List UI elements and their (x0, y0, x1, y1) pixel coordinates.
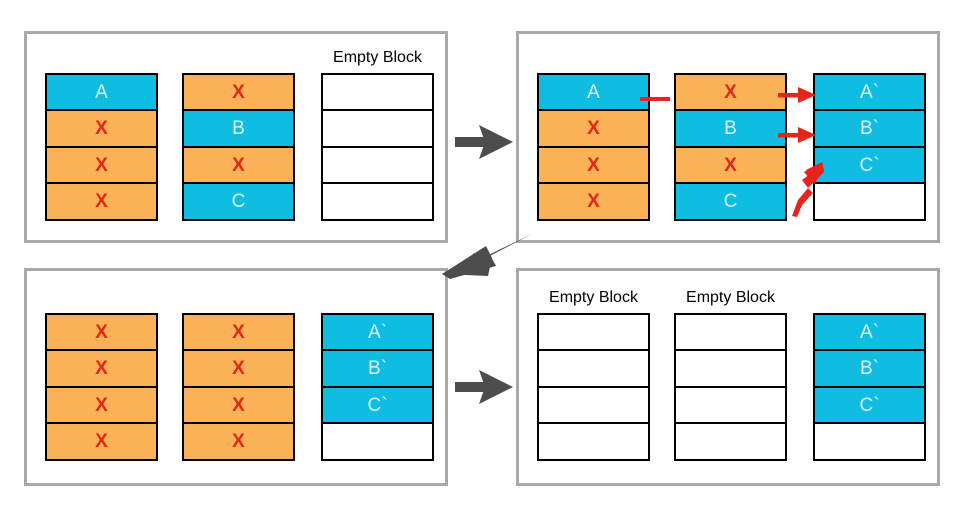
heap-cell: X (182, 349, 295, 388)
heap-cell: C` (813, 145, 926, 185)
heap-cell: A` (813, 72, 926, 112)
heap-cell (321, 182, 434, 221)
heap-cell (813, 422, 926, 461)
red-arrow-up-right-icon (786, 160, 830, 218)
heap-cell: A (537, 72, 650, 112)
block-column-1: A X X X (45, 72, 158, 221)
heap-cell (674, 349, 787, 388)
heap-cell (537, 349, 650, 388)
heap-cell: X (45, 312, 158, 352)
heap-cell: X (182, 422, 295, 461)
block-column-3: Empty Block (321, 49, 434, 221)
block-column-2: Empty Block (674, 289, 787, 461)
heap-cell: X (537, 182, 650, 221)
heap-cell (321, 422, 434, 461)
heap-cell (537, 385, 650, 425)
block-column-3: A` B` C` (813, 312, 926, 461)
heap-cell: X (182, 72, 295, 112)
heap-cell: B (674, 109, 787, 148)
heap-cell: X (182, 385, 295, 425)
heap-cell (674, 312, 787, 352)
block-column-1: Empty Block (537, 289, 650, 461)
heap-cell: C` (813, 385, 926, 425)
panel-stage-1-initial-heap: A X X X X B X C Empty Block (24, 31, 448, 243)
flow-arrow-right-icon (455, 368, 513, 406)
heap-cell (321, 72, 434, 112)
heap-cell: X (537, 145, 650, 185)
heap-cell: X (182, 145, 295, 185)
flow-arrow-right-icon (455, 123, 513, 161)
heap-cell: X (182, 312, 295, 352)
heap-cell: X (45, 349, 158, 388)
red-arrow-right-icon (778, 84, 816, 106)
heap-cell: B` (321, 349, 434, 388)
heap-cell (537, 312, 650, 352)
block-column-2: X X X X (182, 312, 295, 461)
panel-stage-4-blocks-reclaimed: Empty Block Empty Block A` B` C` (516, 268, 940, 486)
block-column-1: A X X X (537, 72, 650, 221)
heap-cell (537, 422, 650, 461)
heap-cell: B` (813, 349, 926, 388)
heap-cell (674, 385, 787, 425)
heap-cell (813, 182, 926, 221)
heap-cell: X (674, 72, 787, 112)
heap-cell: C (182, 182, 295, 221)
heap-cell (321, 145, 434, 185)
heap-cell: X (45, 109, 158, 148)
block-column-3: A` B` C` (813, 72, 926, 221)
heap-cell: C (674, 182, 787, 221)
heap-cell: A (45, 72, 158, 112)
empty-block-label: Empty Block (549, 289, 638, 306)
panel-stage-2-copying-live-objects: A X X X X B X C A` B` C` (516, 31, 940, 243)
heap-cell: X (45, 422, 158, 461)
heap-cell (674, 422, 787, 461)
heap-cell: B` (813, 109, 926, 148)
heap-cell: A` (321, 312, 434, 352)
heap-cell: X (45, 145, 158, 185)
block-column-3: A` B` C` (321, 312, 434, 461)
heap-cell: X (537, 109, 650, 148)
flow-arrow-down-left-icon (440, 232, 532, 282)
empty-block-label: Empty Block (686, 289, 775, 306)
red-dash-icon (640, 92, 670, 102)
heap-cell: X (45, 385, 158, 425)
heap-cell: C` (321, 385, 434, 425)
heap-cell: X (45, 182, 158, 221)
empty-block-label: Empty Block (333, 49, 422, 66)
block-column-1: X X X X (45, 312, 158, 461)
heap-cell (321, 109, 434, 148)
heap-cell: A` (813, 312, 926, 352)
heap-cell: X (674, 145, 787, 185)
block-column-2: X B X C (674, 72, 787, 221)
heap-cell: B (182, 109, 295, 148)
red-arrow-right-icon (778, 124, 816, 146)
block-column-2: X B X C (182, 72, 295, 221)
panel-stage-3-old-blocks-all-dead: X X X X X X X X A` B` C` (24, 268, 448, 486)
